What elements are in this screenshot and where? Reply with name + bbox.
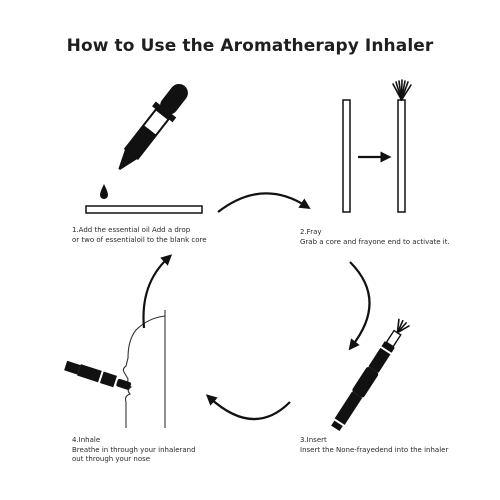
oil-drop-icon xyxy=(100,184,108,199)
frayed-end-icon xyxy=(392,79,412,101)
blank-core xyxy=(85,205,203,214)
step-1-illustration xyxy=(85,83,203,214)
step-3-text: Insert the None-frayedend into the inhal… xyxy=(300,445,449,454)
face-profile xyxy=(122,310,166,428)
step-2-heading: 2.Fray xyxy=(300,228,322,236)
step-2-text: Grab a core and frayone end to activate … xyxy=(300,237,450,246)
plain-core xyxy=(342,99,351,213)
curved-arrow-icon xyxy=(348,261,371,351)
step-3-heading: 3.Insert xyxy=(300,436,327,444)
step-3-illustration xyxy=(331,318,410,432)
step-1-text: or two of essentialoil to the blank core xyxy=(72,235,207,244)
step-4-text-line-2: out through your nose xyxy=(72,455,151,463)
curved-arrow-icon xyxy=(142,254,173,329)
page-title: How to Use the Aromatherapy Inhaler xyxy=(66,36,434,56)
dropper-icon xyxy=(118,83,188,171)
step-4-caption: 4.Inhale Breathe in through your inhaler… xyxy=(72,436,196,465)
step-1-caption: 1.Add the essential oil Add a drop or tw… xyxy=(72,226,207,245)
step-4-text-line-1: Breathe in through your inhalerand xyxy=(72,445,196,454)
step-4-illustration xyxy=(64,310,166,428)
step-1-heading: 1.Add the essential oil Add a drop xyxy=(72,226,191,234)
cycle-arrows xyxy=(142,192,371,421)
curved-arrow-icon xyxy=(217,192,311,213)
inhaler-icon xyxy=(64,360,132,390)
frayed-core xyxy=(397,99,406,213)
curved-arrow-icon xyxy=(205,394,291,421)
step-2-caption: 2.Fray Grab a core and frayone end to ac… xyxy=(300,228,450,247)
step-4-heading: 4.Inhale xyxy=(72,436,101,444)
step-2-illustration xyxy=(342,79,412,213)
inhaler-icon xyxy=(331,318,410,432)
step-3-caption: 3.Insert Insert the None-frayedend into … xyxy=(300,436,448,455)
